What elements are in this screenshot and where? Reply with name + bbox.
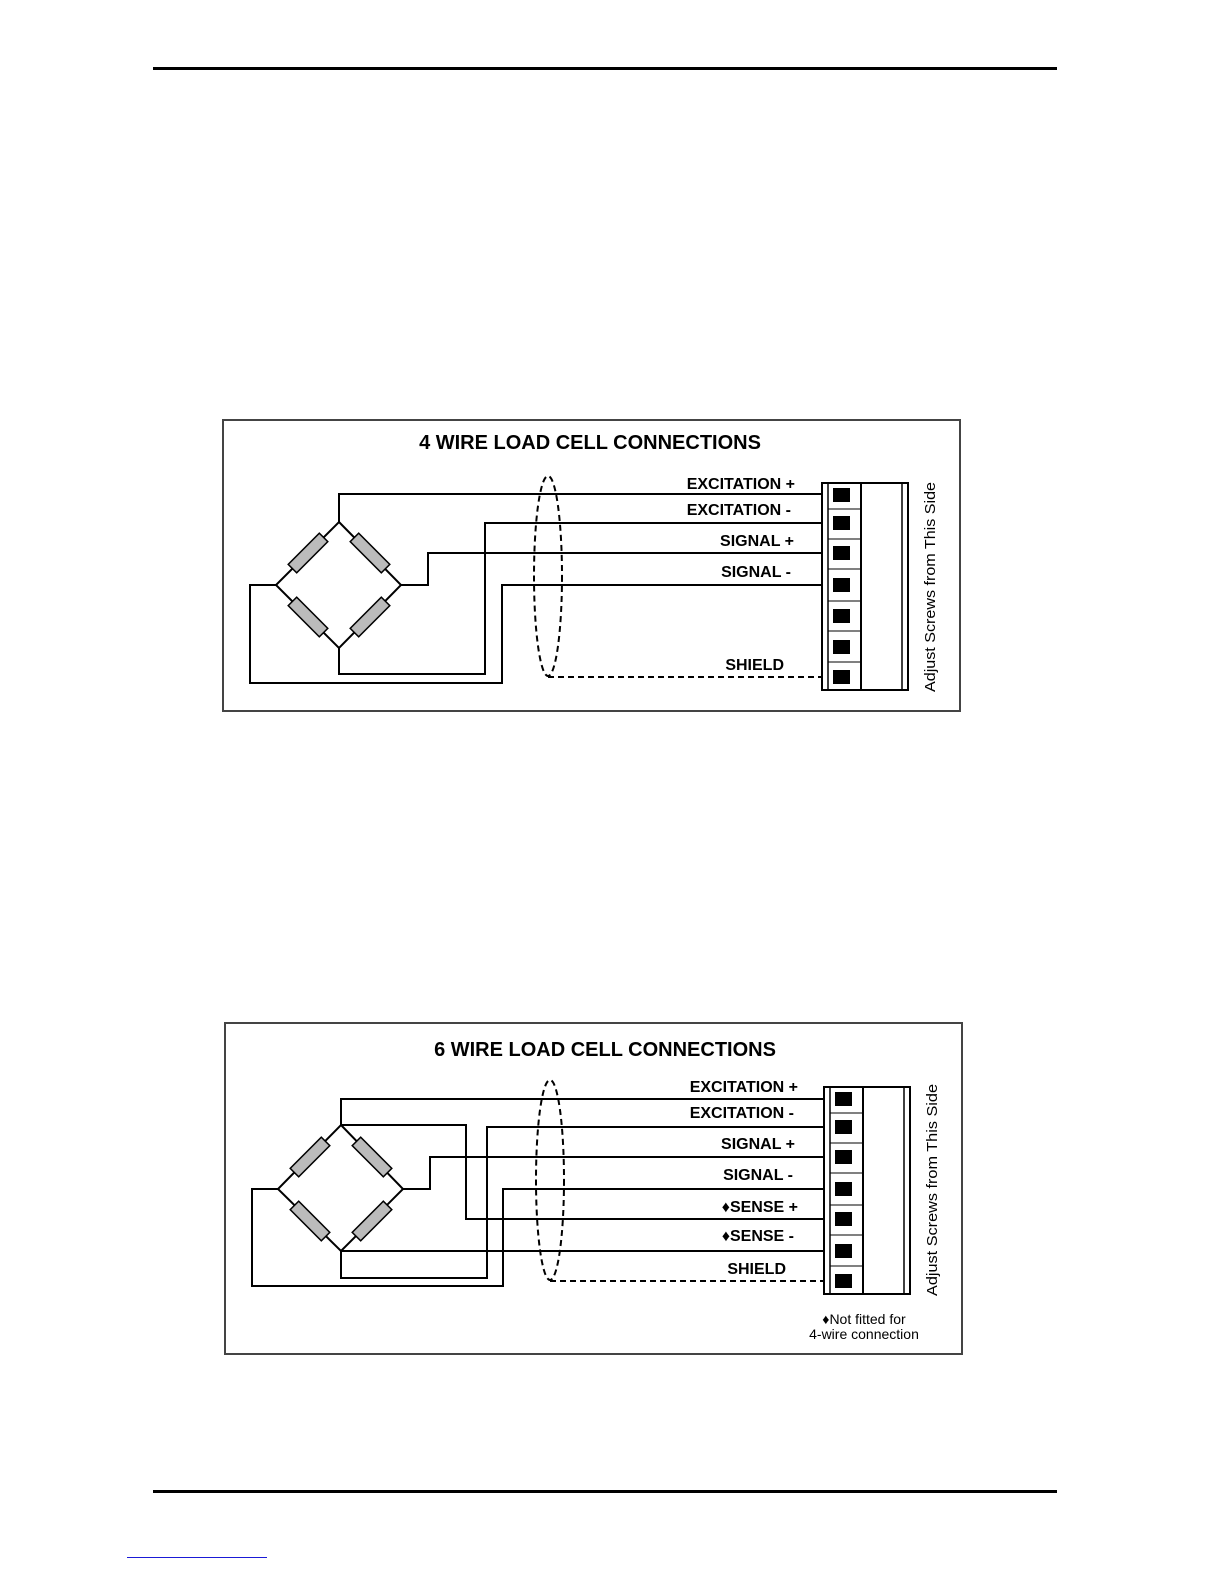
label-signal-minus-6: SIGNAL - <box>723 1167 793 1184</box>
label-sense-minus: ♦SENSE - <box>722 1228 794 1245</box>
strain-gauge-resistors-6 <box>290 1137 392 1241</box>
label-shield-6: SHIELD <box>727 1261 786 1278</box>
diagram-6-title: 6 WIRE LOAD CELL CONNECTIONS <box>434 1039 776 1061</box>
label-sense-plus: ♦SENSE + <box>722 1199 798 1216</box>
load-cell-bridge-6 <box>278 1125 403 1251</box>
not-fitted-note-line1: ♦Not fitted for <box>822 1311 906 1327</box>
footer-rule <box>153 1490 1057 1493</box>
terminal-block-6 <box>824 1087 910 1294</box>
label-excitation-minus-6: EXCITATION - <box>690 1105 794 1122</box>
footer-link-underline[interactable] <box>127 1557 267 1558</box>
label-excitation-plus-6: EXCITATION + <box>690 1079 798 1096</box>
label-signal-plus-6: SIGNAL + <box>721 1136 795 1153</box>
not-fitted-note-line2: 4-wire connection <box>809 1326 919 1342</box>
adjust-screws-text-6: Adjust Screws from This Side <box>924 1084 941 1296</box>
